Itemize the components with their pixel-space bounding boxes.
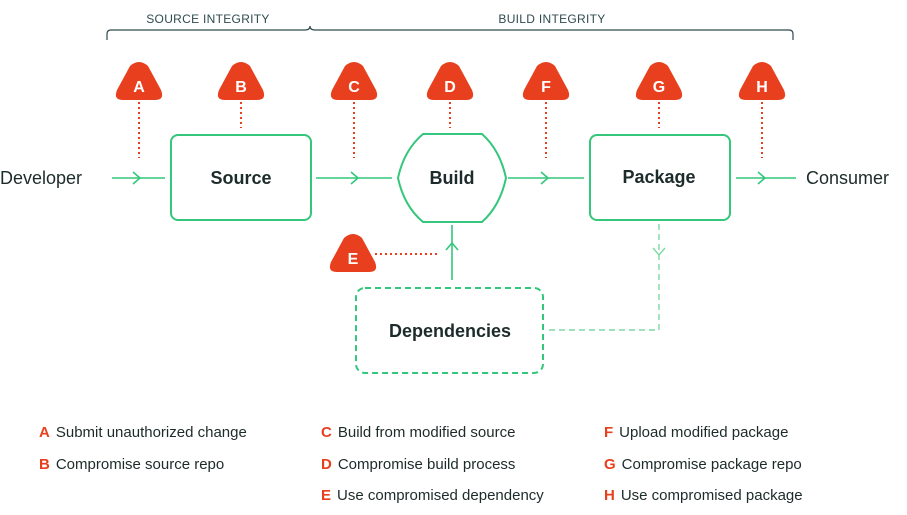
legend-item-d: D Compromise build process [321, 456, 515, 473]
svg-text:E: E [348, 251, 359, 268]
threat-connectors [138, 102, 763, 255]
threat-marker-h: H [738, 62, 786, 100]
legend-text: Use compromised package [620, 487, 803, 504]
threat-marker-f: F [522, 62, 570, 100]
legend-item-f: F Upload modified package [604, 424, 788, 441]
legend-text: Upload modified package [619, 424, 789, 441]
legend-letter: H [604, 487, 615, 504]
source-box [170, 134, 312, 221]
legend-item-c: C Build from modified source [321, 424, 515, 441]
dependency-feedback-flow [546, 224, 660, 331]
legend-text: Compromise build process [337, 456, 516, 473]
threat-marker-e: E [329, 234, 377, 272]
legend-text: Use compromised dependency [337, 487, 544, 504]
threat-marker-a: A [115, 62, 163, 100]
threat-marker-g: G [635, 62, 683, 100]
developer-label: Developer [0, 168, 82, 188]
legend-item-e: E Use compromised dependency [321, 487, 544, 504]
legend-text: Compromise source repo [55, 456, 225, 473]
build-integrity-label: BUILD INTEGRITY [498, 12, 605, 26]
consumer-label: Consumer [806, 168, 889, 188]
svg-text:B: B [235, 79, 247, 96]
legend-item-a: A Submit unauthorized change [39, 424, 247, 441]
svg-text:F: F [541, 79, 551, 96]
legend-item-h: H Use compromised package [604, 487, 803, 504]
legend-letter: A [39, 424, 50, 441]
legend-item-g: G Compromise package repo [604, 456, 802, 473]
source-integrity-bracket [106, 25, 794, 40]
dependency-feedback-arrow [652, 247, 666, 257]
legend-letter: F [604, 424, 614, 441]
package-label: Package [622, 167, 695, 187]
legend-text: Compromise package repo [621, 456, 802, 473]
legend-letter: E [321, 487, 332, 504]
threat-marker-c: C [330, 62, 378, 100]
package-box [589, 134, 731, 221]
source-integrity-label: SOURCE INTEGRITY [146, 12, 269, 26]
legend-letter: G [604, 456, 616, 473]
legend-letter: C [321, 424, 332, 441]
build-box [396, 133, 508, 223]
main-flow [112, 171, 796, 280]
svg-text:H: H [756, 79, 768, 96]
legend-item-b: B Compromise source repo [39, 456, 224, 473]
svg-text:C: C [348, 79, 360, 96]
source-label: Source [210, 168, 271, 188]
threat-marker-b: B [217, 62, 265, 100]
legend-text: Submit unauthorized change [55, 424, 247, 441]
build-label: Build [430, 168, 475, 188]
legend-text: Build from modified source [337, 424, 516, 441]
threat-marker-d: D [426, 62, 474, 100]
svg-text:G: G [653, 79, 665, 96]
legend-letter: B [39, 456, 50, 473]
svg-text:A: A [133, 79, 145, 96]
svg-text:D: D [444, 79, 456, 96]
dependencies-box [355, 287, 544, 374]
dependencies-label: Dependencies [389, 321, 511, 341]
legend-letter: D [321, 456, 332, 473]
